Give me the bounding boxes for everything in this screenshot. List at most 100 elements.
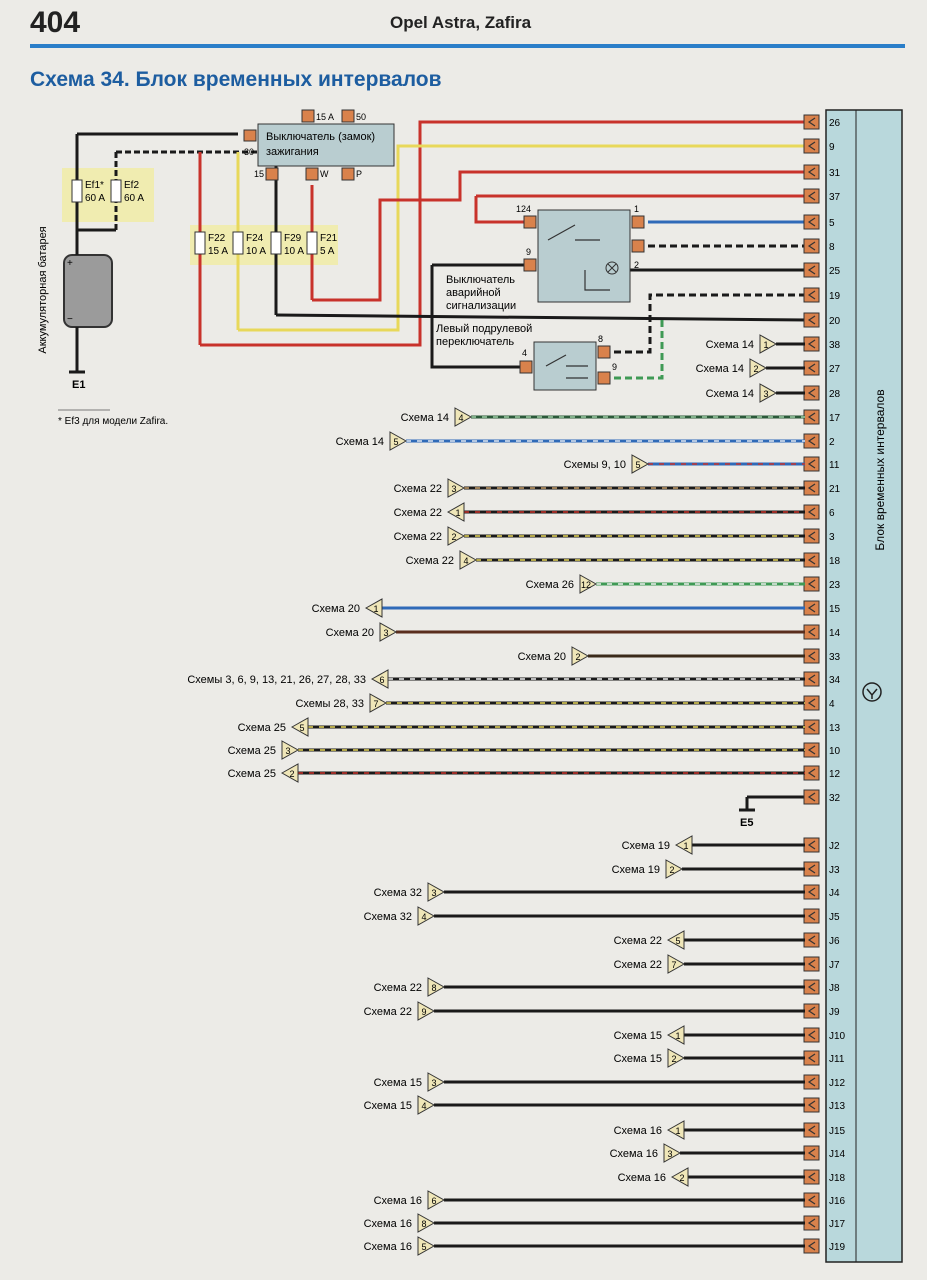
- pin-label: 38: [829, 340, 841, 351]
- pin-label: 15: [829, 604, 841, 615]
- pin-connector: [803, 114, 820, 130]
- hazard-pin-9: 9: [526, 247, 531, 257]
- ignition-switch: [257, 123, 395, 167]
- reference-arrow-icon: [290, 717, 309, 737]
- reference-number: 3: [431, 888, 436, 898]
- pin-label: 32: [829, 793, 841, 804]
- page-number: 404: [30, 6, 81, 39]
- reference-number: 8: [421, 1219, 426, 1229]
- reference-label: Схема 22: [394, 507, 442, 519]
- fuse-f24-name: F24: [246, 233, 264, 244]
- pin-connector: [803, 1050, 820, 1066]
- reference-label: Схема 20: [312, 603, 360, 615]
- module-symbol-icon: [862, 682, 882, 702]
- pin-connector: [803, 238, 820, 254]
- reference-label: Схема 26: [526, 579, 574, 591]
- pin-label: 37: [829, 192, 841, 203]
- reference-arrow-icon: [459, 550, 478, 570]
- reference-arrow-icon: [571, 646, 590, 666]
- reference-arrow-icon: [447, 526, 466, 546]
- pin-label: J10: [829, 1031, 846, 1042]
- ign-pin-p: P: [356, 169, 362, 179]
- reference-arrow-icon: [674, 835, 693, 855]
- pin-connector: [803, 456, 820, 472]
- pin-label: J3: [829, 865, 840, 876]
- reference-number: 4: [421, 912, 426, 922]
- reference-number: 2: [575, 652, 580, 662]
- hazard-switch-label-1: Выключатель: [446, 274, 515, 286]
- fuse-f29-icon: [270, 231, 282, 255]
- reference-label: Схема 15: [364, 1100, 412, 1112]
- reference-label: Схема 16: [364, 1241, 412, 1253]
- reference-arrow-icon: [379, 622, 398, 642]
- pin-label: 11: [829, 460, 840, 471]
- pin-connector: [803, 360, 820, 376]
- pin-connector: [803, 789, 820, 805]
- reference-number: 5: [675, 936, 680, 946]
- ign-pin-w: W: [320, 169, 329, 179]
- pin-connector: [803, 409, 820, 425]
- pin-label: 9: [829, 142, 835, 153]
- pin-label: 18: [829, 556, 841, 567]
- pin-connector: [803, 214, 820, 230]
- fuse-f21-icon: [306, 231, 318, 255]
- pin-label: 34: [829, 675, 841, 686]
- reference-number: 7: [373, 699, 378, 709]
- pin-connector: [803, 576, 820, 592]
- pin-label: 2: [829, 437, 835, 448]
- reference-number: 2: [451, 532, 456, 542]
- fuse-f21-name: F21: [320, 233, 338, 244]
- pin-label: 28: [829, 389, 841, 400]
- fuse-f22-icon: [194, 231, 206, 255]
- reference-label: Схема 22: [364, 1006, 412, 1018]
- ground-e5: E5: [740, 817, 753, 829]
- pin-connector: [803, 1027, 820, 1043]
- reference-arrow-icon: [280, 763, 299, 783]
- reference-label: Схема 15: [374, 1077, 422, 1089]
- pin-connector: [803, 861, 820, 877]
- pin-label: 3: [829, 532, 835, 543]
- reference-label: Схема 22: [394, 531, 442, 543]
- reference-label: Схема 15: [614, 1053, 662, 1065]
- reference-arrow-icon: [427, 1072, 446, 1092]
- reference-label: Схема 16: [610, 1148, 658, 1160]
- pin-label: J4: [829, 888, 840, 899]
- pin-label: 12: [829, 769, 841, 780]
- stalk-switch-contact-icon: [545, 354, 588, 379]
- pin-label: 10: [829, 746, 841, 757]
- pin-connector: [803, 504, 820, 520]
- pin-label: 33: [829, 652, 841, 663]
- fuse-ef2-icon: [110, 179, 122, 203]
- reference-arrow-icon: [427, 977, 446, 997]
- reference-arrow-icon: [666, 1120, 685, 1140]
- hazard-switch-label-3: сигнализации: [446, 300, 516, 312]
- reference-arrow-icon: [427, 1190, 446, 1210]
- hazard-switch-contact-icon: [547, 224, 610, 291]
- reference-label: Схема 19: [612, 864, 660, 876]
- fuse-f29-rating: 10 A: [284, 246, 304, 257]
- reference-label: Схемы 9, 10: [564, 459, 626, 471]
- reference-number: 6: [431, 1196, 436, 1206]
- reference-arrow-icon: [370, 669, 389, 689]
- battery: [63, 254, 113, 328]
- pin-connector: [803, 1145, 820, 1161]
- pin-label: 23: [829, 580, 841, 591]
- pin-label: 6: [829, 508, 835, 519]
- reference-number: 2: [289, 769, 294, 779]
- pin-label: 27: [829, 364, 841, 375]
- pin-connector: [803, 648, 820, 664]
- reference-label: Схема 22: [374, 982, 422, 994]
- pin-connector: [803, 312, 820, 328]
- hazard-lamp-icon: [605, 261, 619, 275]
- pin-connector: [803, 528, 820, 544]
- reference-label: Схемы 3, 6, 9, 13, 21, 26, 27, 28, 33: [187, 674, 366, 686]
- reference-label: Схема 14: [401, 412, 449, 424]
- reference-number: 3: [383, 628, 388, 638]
- reference-arrow-icon: [667, 1048, 686, 1068]
- reference-number: 1: [683, 841, 688, 851]
- pin-connector: [803, 695, 820, 711]
- pin-label: J5: [829, 912, 840, 923]
- reference-arrow-icon: [579, 574, 598, 594]
- pin-label: 31: [829, 168, 841, 179]
- pin-label: 14: [829, 628, 841, 639]
